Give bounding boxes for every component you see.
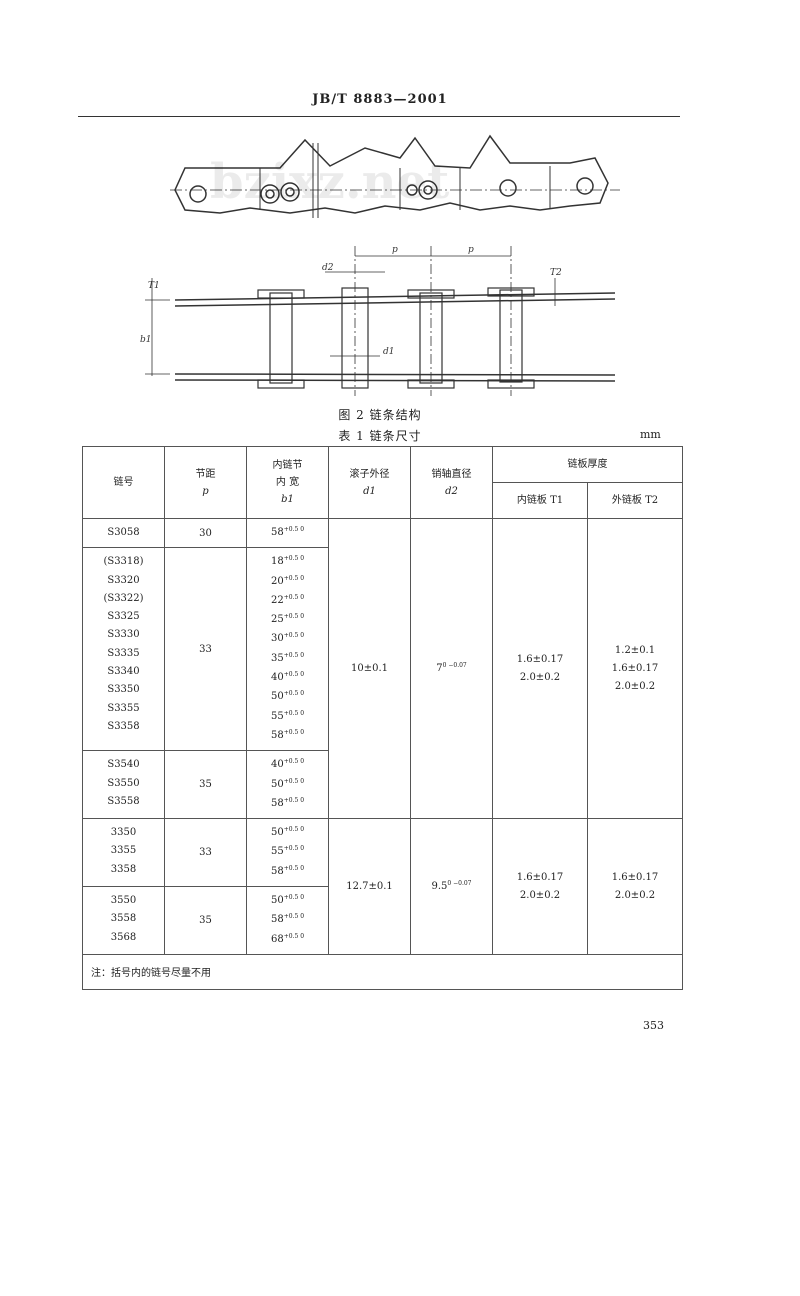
inner-width-label: b1	[140, 335, 152, 345]
table-note: 注：括号内的链号尽量不用	[82, 953, 683, 990]
table-caption: 表 1 链条尺寸	[338, 429, 422, 443]
pitch-label: p	[392, 245, 398, 255]
outer-plate-thickness-label: T2	[550, 268, 562, 278]
document-header: JB/T 8883—2001	[312, 92, 448, 107]
inner-plate-thickness-label: T1	[148, 281, 160, 291]
col-plate-thickness: 链板厚度	[492, 446, 683, 483]
pitch-cell: 33	[164, 818, 247, 888]
page-number: 353	[643, 1019, 664, 1032]
pin-diameter-cell: 70 −0.07	[410, 517, 493, 820]
figure-caption: 图 2 链条结构	[338, 408, 422, 422]
header-rule	[78, 116, 680, 117]
chain-no-cell: S3058	[82, 517, 165, 549]
chain-structure-figure: p p d2 d1 T1 T2 b1 bzixz.net	[140, 134, 620, 396]
unit-label: mm	[640, 428, 661, 441]
roller-hole	[189, 185, 207, 203]
roller-hole	[260, 184, 280, 204]
col-outer-plate: 外链板 T2	[587, 482, 683, 519]
pitch-label: p	[468, 245, 474, 255]
pin-diameter-label: d2	[322, 263, 334, 273]
col-inner-plate: 内链板 T1	[492, 482, 588, 519]
col-chain-no: 链号	[82, 446, 165, 519]
roller-diameter-cell: 10±0.1	[328, 517, 411, 820]
pitch-cell: 30	[164, 517, 247, 549]
pin-diameter-cell: 9.50 −0.07	[410, 818, 493, 955]
inner-width-cell: 58+0.5 0	[246, 517, 329, 549]
watermark: bzixz.net	[210, 154, 449, 210]
roller-diameter-label: d1	[383, 347, 395, 357]
pitch-cell: 33	[164, 547, 247, 752]
roller-diameter-cell: 12.7±0.1	[328, 818, 411, 955]
pitch-cell: 35	[164, 750, 247, 820]
pitch-cell: 35	[164, 886, 247, 955]
chain-plate-outline	[174, 134, 609, 214]
